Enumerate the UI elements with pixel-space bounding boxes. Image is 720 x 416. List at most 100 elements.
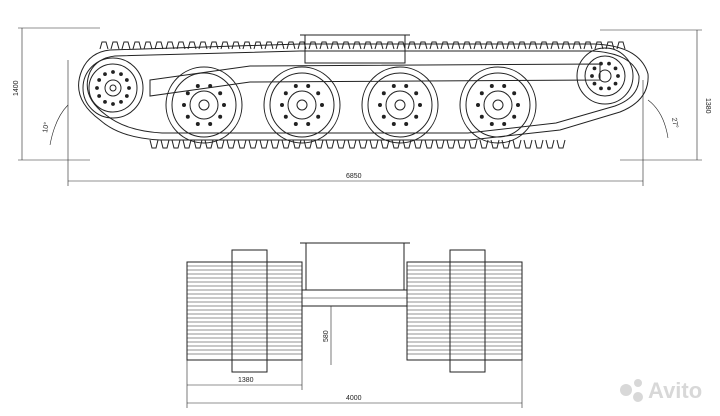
road-wheel	[263, 66, 341, 144]
track-tooth	[319, 41, 329, 50]
left-track	[186, 249, 303, 373]
sprocket-bolt	[607, 61, 611, 66]
wheel-bolt	[316, 91, 321, 96]
track-tooth	[330, 41, 340, 50]
track-tooth	[226, 139, 236, 149]
wheel-bolt	[404, 122, 409, 127]
track-tooth	[451, 41, 461, 50]
track-tooth	[374, 41, 384, 50]
track-tooth	[440, 41, 450, 50]
track-tooth	[314, 139, 324, 149]
track-tooth	[594, 41, 604, 50]
track-tooth	[248, 139, 258, 149]
wheel-hub	[385, 90, 415, 120]
dim-track-width-label: 1380	[238, 377, 254, 384]
wheel-bolt	[512, 114, 517, 119]
wheel-rim	[171, 72, 237, 138]
track-tooth	[237, 139, 247, 149]
track-tooth	[583, 41, 593, 50]
wheel-axle	[198, 99, 210, 111]
track-tooth	[539, 41, 549, 50]
track-tooth	[468, 139, 478, 149]
wheel-bolt	[479, 91, 484, 96]
wheel-bolt	[378, 103, 382, 107]
wheel-bolt	[404, 83, 409, 88]
sprocket-bolt	[97, 78, 102, 82]
sprocket-bolt	[97, 94, 102, 98]
track-tooth	[363, 41, 373, 50]
wheel-bolt	[516, 103, 520, 107]
wheel-bolt	[195, 122, 200, 127]
wheel-bolt	[391, 122, 396, 127]
track-tooth	[473, 41, 483, 50]
hopper-top	[305, 242, 405, 291]
wheel-bolt	[208, 83, 213, 88]
track-tooth	[457, 139, 467, 149]
wheel-bolt	[502, 83, 507, 88]
track-tooth	[132, 41, 142, 50]
track-tooth	[259, 139, 269, 149]
wheel-rim	[269, 72, 335, 138]
sprocket-bolt	[124, 78, 129, 82]
track-tooth	[561, 41, 571, 50]
track-tooth	[550, 41, 560, 50]
track-tooth	[358, 139, 368, 149]
track-tooth	[275, 41, 285, 50]
track-tooth	[308, 41, 318, 50]
wheel-bolt	[418, 103, 422, 107]
track-tooth	[528, 41, 538, 50]
sprocket-bolt	[111, 70, 115, 74]
avito-watermark: Avito	[620, 378, 702, 403]
dim-height-right-label: 1380	[704, 98, 711, 114]
dim-length-label: 6850	[346, 173, 362, 180]
track-tooth	[347, 139, 357, 149]
track-teeth	[99, 41, 626, 149]
track-tooth	[407, 41, 417, 50]
wheel-bolt	[218, 91, 223, 96]
wheel-bolt	[306, 122, 311, 127]
sprocket-bolt	[103, 99, 107, 104]
wheel-bolt	[414, 114, 419, 119]
track-tooth	[385, 41, 395, 50]
track-tooth	[435, 139, 445, 149]
watermark-logo-icon	[620, 384, 632, 396]
track-tooth	[165, 41, 175, 50]
track-tooth	[413, 139, 423, 149]
track-tooth	[512, 139, 522, 149]
track-tooth	[616, 41, 626, 50]
wheel-bolt	[391, 83, 396, 88]
track-tooth	[341, 41, 351, 50]
idler-wheel	[576, 47, 634, 105]
wheel-bolt	[218, 114, 223, 119]
track-tooth	[193, 139, 203, 149]
track-tooth	[501, 139, 511, 149]
wheel-bolt	[185, 114, 190, 119]
wheel-bolt	[306, 83, 311, 88]
track-tooth	[270, 139, 280, 149]
sprocket-bolt	[127, 86, 131, 90]
wheel-bolt	[316, 114, 321, 119]
sprocket-bolt	[592, 66, 597, 71]
right-track	[406, 249, 523, 373]
track-ribs	[187, 265, 522, 355]
sprocket-bolt	[599, 61, 603, 66]
wheel-bolt	[476, 103, 480, 107]
sprocket-bolt	[599, 86, 603, 91]
wheel-bolt	[502, 122, 507, 127]
angle-right-label: 27°	[670, 117, 680, 129]
sprocket-bolt	[607, 86, 611, 91]
road-wheels	[165, 66, 537, 144]
track-tooth	[462, 41, 472, 50]
sprocket-bolt	[119, 99, 123, 104]
wheel-bolt	[293, 83, 298, 88]
sprocket-bolt	[616, 74, 620, 78]
track-belt-inner	[86, 50, 640, 134]
sprocket-bolt	[590, 74, 594, 78]
wheel-bolt	[489, 83, 494, 88]
top-view	[186, 242, 523, 408]
drive-sprocket	[82, 57, 144, 119]
track-belt-outer	[78, 43, 649, 141]
track-tooth	[369, 139, 379, 149]
track-tooth	[506, 41, 516, 50]
track-tooth	[198, 41, 208, 50]
